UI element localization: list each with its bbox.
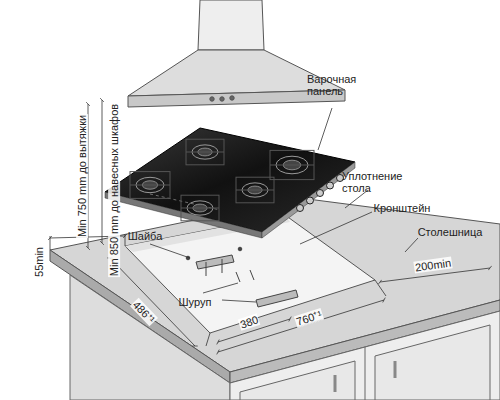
dimension-label: Min 750 mm до вытяжки (76, 114, 88, 238)
part-label: Варочная панель (307, 73, 369, 97)
part-label: Шайба (128, 230, 163, 242)
part-label: Шуруп (179, 296, 212, 308)
part-label: Столешница (418, 226, 483, 238)
part-label: Кронштейн (374, 202, 431, 214)
dimension-lines (50, 100, 490, 352)
dimension-label: 55min (33, 246, 45, 278)
dimension-label: Min 850 mm до навесных шкафов (108, 103, 120, 277)
cabinet (70, 275, 500, 400)
gas-hob (105, 128, 355, 238)
part-label: Уплотнение стола (342, 170, 414, 194)
